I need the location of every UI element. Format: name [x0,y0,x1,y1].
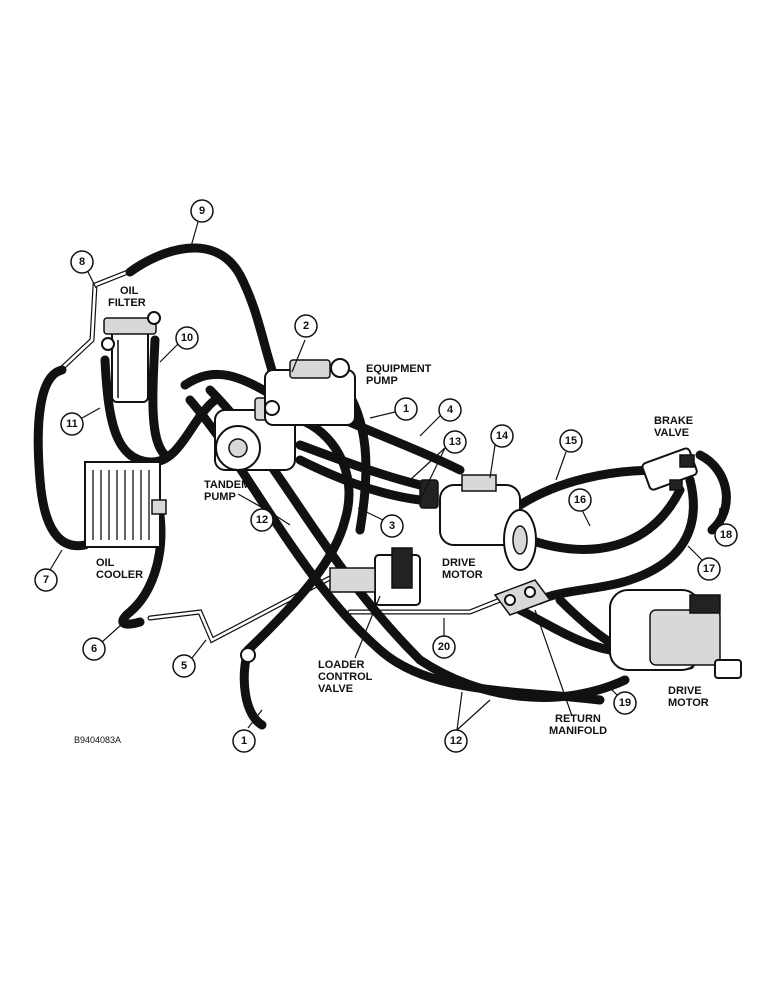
component-labels: OIL FILTER EQUIPMENT PUMP TANDEM PUMP BR… [96,285,709,737]
svg-text:14: 14 [496,430,509,442]
label-brake-valve: BRAKE VALVE [654,415,696,439]
label-equipment-pump: EQUIPMENT PUMP [366,363,434,387]
svg-text:2: 2 [303,320,309,332]
svg-text:20: 20 [438,641,450,653]
callout-10: 10 [175,326,199,350]
callout-12-left: 12 [250,508,274,532]
svg-text:3: 3 [389,520,395,532]
callout-1-top: 1 [394,397,418,421]
svg-text:12: 12 [256,514,268,526]
svg-text:18: 18 [720,529,732,541]
svg-text:1: 1 [241,735,247,747]
callouts: 9 8 10 11 2 1 4 13 14 15 16 18 17 3 12 7… [34,199,738,753]
callout-12-bottom: 12 [444,729,468,753]
figure-code: B9404083A [74,735,121,745]
svg-text:11: 11 [66,418,78,430]
svg-text:15: 15 [565,435,577,447]
callout-18: 18 [714,523,738,547]
drive-motor-right [609,589,742,679]
loader-control-valve [329,547,421,606]
callout-14: 14 [490,424,514,448]
label-loader-control-valve: LOADER CONTROL VALVE [318,659,375,695]
svg-text:7: 7 [43,574,49,586]
label-drive-motor-right: DRIVE MOTOR [668,685,709,709]
svg-text:8: 8 [79,256,85,268]
label-return-manifold: RETURN MANIFOLD [549,713,607,737]
callout-15: 15 [559,429,583,453]
svg-text:13: 13 [449,436,461,448]
label-drive-motor-center: DRIVE MOTOR [442,557,483,581]
callout-16: 16 [568,488,592,512]
callout-1-bottom: 1 [232,729,256,753]
svg-text:4: 4 [447,404,454,416]
fitting-hose-1 [240,647,256,663]
svg-text:6: 6 [91,643,97,655]
callout-2: 2 [294,314,318,338]
svg-text:16: 16 [574,494,586,506]
leader-lines [49,221,721,731]
svg-text:10: 10 [181,332,193,344]
label-oil-cooler: OIL COOLER [96,557,143,581]
callout-6: 6 [82,637,106,661]
label-tandem-pump: TANDEM PUMP [204,479,253,503]
callout-8: 8 [70,250,94,274]
label-oil-filter: OIL FILTER [108,285,146,309]
svg-text:17: 17 [703,563,715,575]
svg-text:9: 9 [199,205,205,217]
callout-3: 3 [380,514,404,538]
callout-7: 7 [34,568,58,592]
svg-text:12: 12 [450,735,462,747]
return-manifold [493,579,552,616]
callout-20: 20 [432,635,456,659]
callout-19: 19 [613,691,637,715]
rigid-tubes [57,269,503,644]
callout-17: 17 [697,557,721,581]
svg-text:19: 19 [619,697,631,709]
callout-9: 9 [190,199,214,223]
callout-4: 4 [438,398,462,422]
svg-text:5: 5 [181,660,187,672]
callout-5: 5 [172,654,196,678]
svg-text:1: 1 [403,403,409,415]
callout-11: 11 [60,412,84,436]
oil-filter [101,311,161,403]
oil-cooler [84,461,167,548]
callout-13: 13 [443,430,467,454]
equipment-pump [264,358,356,426]
drive-motor-center [419,474,537,571]
brake-valve [641,447,698,491]
